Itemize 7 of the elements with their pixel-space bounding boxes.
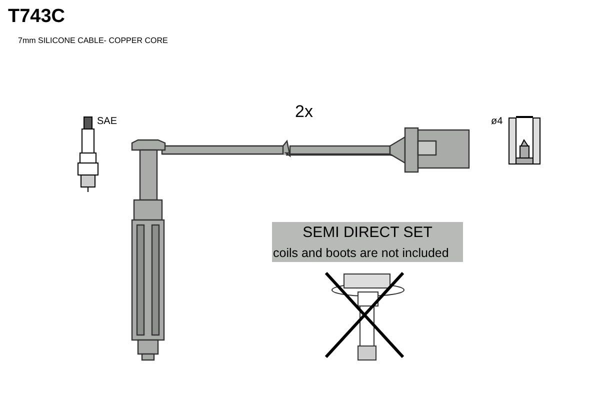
quantity-label: 2x: [295, 102, 313, 122]
note-text: coils and boots are not included: [273, 246, 450, 260]
part-number-title: T743C: [8, 6, 66, 28]
diameter-label: ø4: [491, 116, 503, 127]
plug-type-label: SAE: [97, 116, 118, 127]
note-heading: SEMI DIRECT SET: [302, 224, 434, 241]
cable-spec-text: 7mm SILICONE CABLE- COPPER CORE: [18, 36, 168, 45]
